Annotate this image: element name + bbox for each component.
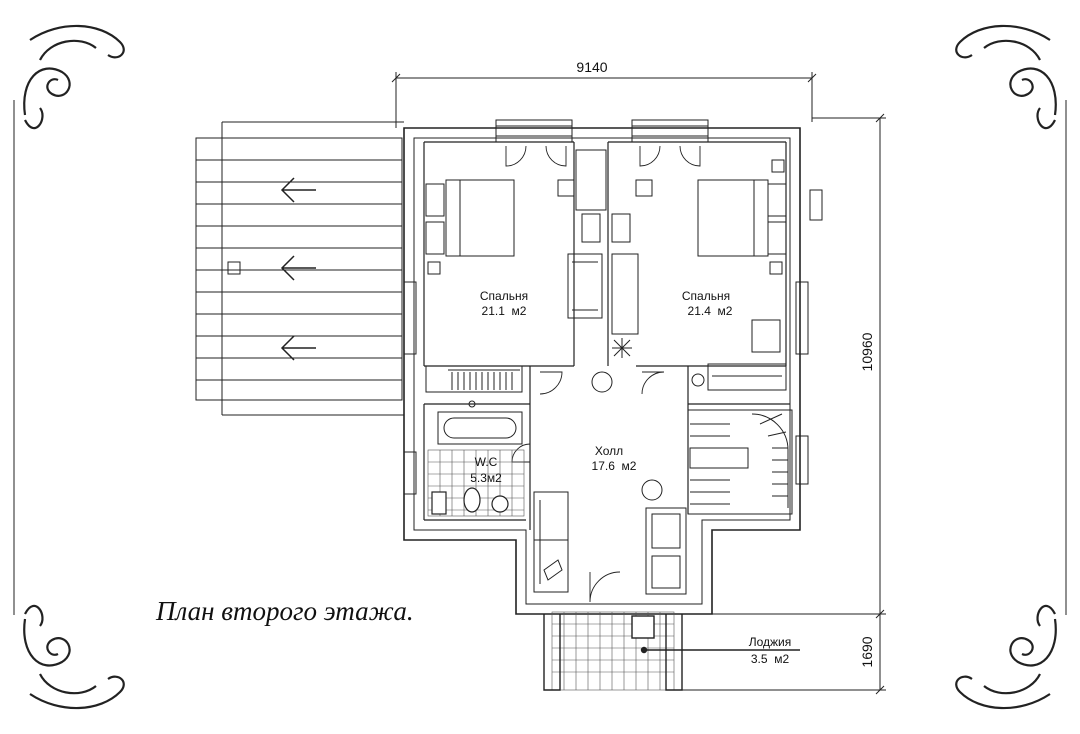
wardrobe-left [425, 365, 523, 393]
desk-chairs [557, 149, 653, 358]
window [403, 119, 823, 495]
room-area: 17.6 м2 [592, 459, 637, 473]
room-name: Спальня [480, 289, 528, 303]
room-name: Лоджия [749, 635, 792, 649]
sofa-hall-right [645, 507, 687, 595]
toilet-sink [431, 487, 509, 515]
hall-lamp [591, 371, 663, 501]
plan-title: План второго этажа. [156, 596, 414, 626]
loggia-walls [543, 614, 800, 691]
loggia-tiles [551, 611, 675, 691]
room-name: Холл [595, 444, 623, 458]
dimension-loggia: 1690 [859, 636, 875, 667]
bathtub [437, 400, 523, 445]
room-label-wc: W.C 5.3м2 [470, 455, 502, 485]
room-area: 21.1 м2 [482, 304, 527, 318]
wc-tiles [427, 449, 525, 517]
room-label-bedroom-left: Спальня 21.1 м2 [480, 289, 528, 318]
corner-ornament-bottom-left [23, 604, 125, 710]
page-frame [13, 100, 1067, 615]
dimension-height-line [680, 113, 886, 695]
corner-ornament-top-right [955, 24, 1057, 130]
roof-slope [195, 121, 404, 416]
room-label-hall: Холл 17.6 м2 [592, 444, 637, 473]
bed-right [697, 159, 787, 353]
room-name: W.C [475, 455, 498, 469]
bed-left [425, 179, 515, 275]
dimension-height: 10960 [859, 332, 875, 371]
room-area: 21.4 м2 [688, 304, 733, 318]
dimension-width: 9140 [576, 59, 607, 75]
door [505, 145, 701, 603]
dimension-width-line [391, 72, 817, 128]
corner-ornament-top-left [23, 24, 125, 130]
room-area: 5.3м2 [470, 471, 502, 485]
room-label-bedroom-right: Спальня 21.4 м2 [682, 289, 733, 318]
sofa-hall-left [533, 491, 569, 593]
outer-walls [403, 127, 801, 615]
arrow-left-icon [280, 177, 316, 361]
room-label-loggia: Лоджия 3.5 м2 [749, 635, 792, 666]
sofa-right [691, 363, 787, 391]
corner-ornament-bottom-right [955, 604, 1057, 710]
room-area: 3.5 м2 [751, 652, 790, 666]
room-name: Спальня [682, 289, 730, 303]
staircase [687, 409, 793, 515]
